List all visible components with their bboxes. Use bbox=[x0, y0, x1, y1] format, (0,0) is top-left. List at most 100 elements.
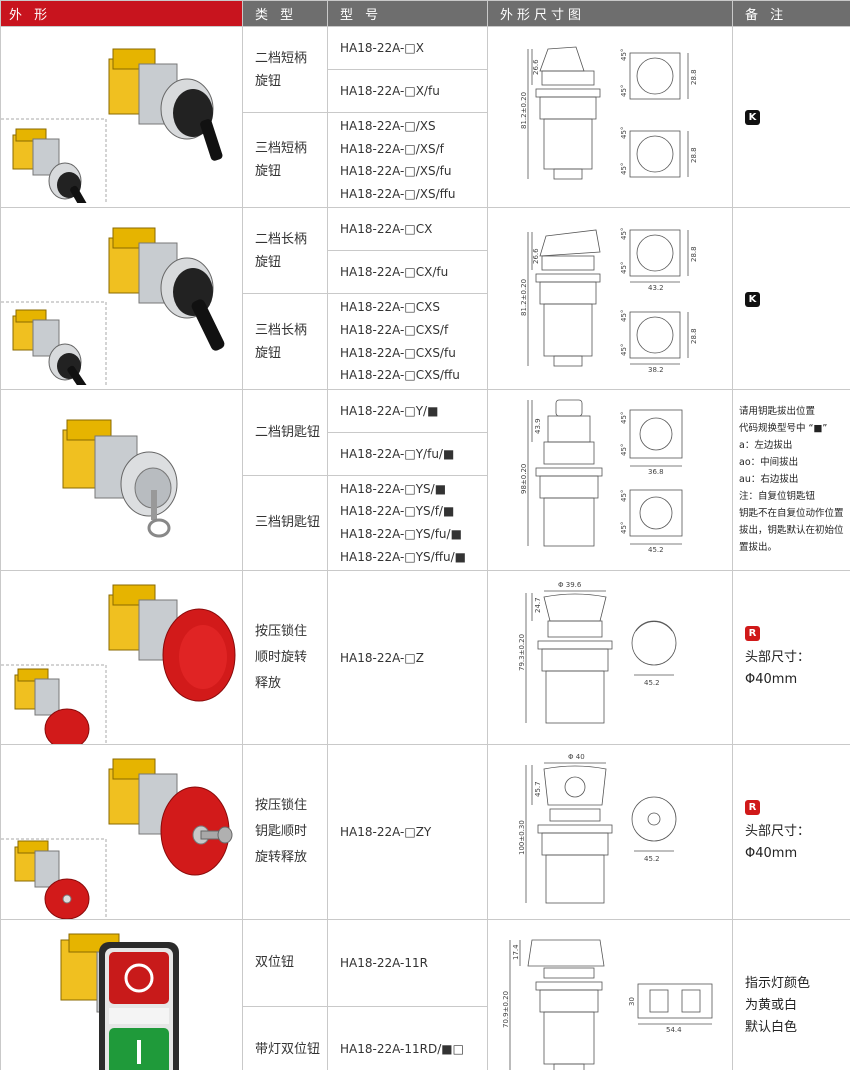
type-cell: 三档钥匙钮 bbox=[242, 474, 328, 572]
table-row: 二档长柄 旋钮 HA18-22A-□CX bbox=[0, 207, 850, 390]
type-cell: 二档钥匙钮 bbox=[242, 388, 328, 476]
model-cell: HA18-22A-□Y/■ bbox=[327, 388, 488, 433]
dim-label: Φ 40 bbox=[568, 753, 585, 761]
dim-label: 45° bbox=[620, 412, 628, 424]
dim-label: 24.7 bbox=[534, 598, 542, 614]
dim-label: 36.8 bbox=[648, 468, 664, 476]
model-text: HA18-22A-□CXS bbox=[340, 300, 440, 315]
header-appearance: 外 形 bbox=[0, 0, 243, 27]
model-cell: HA18-22A-□CX/fu bbox=[327, 250, 488, 295]
header-type: 类 型 bbox=[242, 0, 328, 27]
note-line: 代码规换型号中 “■” bbox=[739, 423, 828, 435]
type-label: 三档短柄 旋钮 bbox=[255, 141, 308, 180]
dim-label: 45° bbox=[620, 444, 628, 456]
model-text: HA18-22A-□/XS/ffu bbox=[340, 186, 456, 201]
dim-label: 45° bbox=[620, 344, 628, 356]
note-line: 默认白色 bbox=[745, 1020, 798, 1036]
dim-label: 30 bbox=[628, 997, 636, 1006]
dim-label: 45° bbox=[620, 127, 628, 139]
dim-label: 45° bbox=[620, 490, 628, 502]
table-row: 带灯双位钮 HA18-22A-11RD/■□ bbox=[1, 1005, 850, 1070]
dim-label: 28.8 bbox=[690, 246, 698, 262]
note-cell: R 头部尺寸： Φ40mm bbox=[732, 744, 850, 921]
model-cell: HA18-22A-□Y/fu/■ bbox=[327, 431, 488, 476]
dim-label: Φ 39.6 bbox=[558, 581, 582, 589]
dim-label: 45° bbox=[620, 522, 628, 534]
header-dimension: 外形尺寸图 bbox=[487, 0, 733, 27]
header-model: 型 号 bbox=[327, 0, 488, 27]
type-cell: 按压锁住 顺时旋转 释放 bbox=[242, 570, 328, 746]
model-cell: HA18-22A-□Z bbox=[327, 570, 488, 746]
type-label: 二档长柄 旋钮 bbox=[255, 231, 308, 270]
model-cell: HA18-22A-□CXS HA18-22A-□CXS/f HA18-22A-□… bbox=[327, 293, 488, 390]
table-row: HA18-22A-□X/fu bbox=[1, 69, 850, 113]
dimension-drawing-key-mushroom: Φ 40 45.7 100±0.30 45.2 bbox=[487, 744, 733, 921]
dim-label: 45° bbox=[620, 262, 628, 274]
type-label: 按压锁住 顺时旋转 释放 bbox=[255, 623, 308, 691]
dim-label: 79.3±0.20 bbox=[518, 634, 526, 671]
dim-label: 45.2 bbox=[648, 546, 664, 554]
dim-label: 43.9 bbox=[534, 418, 542, 434]
dim-label: 17.4 bbox=[512, 944, 520, 960]
table-row: 三档短柄 旋钮 HA18-22A-□/XS HA18-22A-□/XS/f HA… bbox=[1, 111, 850, 209]
type-badge-k: K bbox=[745, 110, 760, 126]
table-row: 三档钥匙钮 HA18-22A-□YS/■ HA18-22A-□YS/f/■ HA… bbox=[1, 474, 850, 572]
table-row: 二档钥匙钮 HA18-22A-□Y/■ bbox=[0, 388, 850, 572]
type-cell: 二档长柄 旋钮 bbox=[242, 207, 328, 295]
dim-label: 45° bbox=[620, 85, 628, 97]
model-text: HA18-22A-□/XS/fu bbox=[340, 164, 452, 179]
dimension-drawing-dual-button: 17.4 70.9±0.20 30 54.4 bbox=[487, 919, 733, 1070]
note-line: 为黄或白 bbox=[745, 998, 798, 1014]
product-photo-key-switch bbox=[0, 388, 243, 572]
dimension-drawing-key-switch: 43.9 98±0.20 45° 45° 36.8 45° 45° 45.2 bbox=[487, 388, 733, 572]
dimension-drawing-short-knob: 81.2±0.20 26.6 45° 45° 28.8 45° 45° 28.8 bbox=[487, 25, 733, 209]
table-row: 三档长柄 旋钮 HA18-22A-□CXS HA18-22A-□CXS/f HA… bbox=[1, 293, 850, 390]
head-size-note: 头部尺寸： Φ40mm bbox=[745, 821, 850, 865]
note-line: 注：自复位钥匙钮 bbox=[739, 491, 816, 503]
model-cell: HA18-22A-□CX bbox=[327, 207, 488, 252]
product-photo-long-knob bbox=[0, 207, 243, 390]
table-row: 按压锁住 顺时旋转 释放 HA18-22A-□Z bbox=[0, 570, 850, 746]
note-line: a：左边拔出 bbox=[739, 440, 793, 452]
product-photo-mushroom-button bbox=[0, 570, 243, 746]
indicator-color-note: 指示灯颜色 为黄或白 默认白色 bbox=[745, 973, 850, 1039]
model-cell: HA18-22A-□X/fu bbox=[327, 69, 488, 113]
model-text: HA18-22A-□CXS/ffu bbox=[340, 368, 460, 383]
note-line: ao：中间拔出 bbox=[739, 457, 799, 469]
type-label: 三档长柄 旋钮 bbox=[255, 322, 308, 361]
type-badge-r: R bbox=[745, 625, 760, 641]
note-line: au：右边拔出 bbox=[739, 474, 799, 486]
type-cell: 按压锁住 钥匙顺时 旋转释放 bbox=[242, 744, 328, 921]
type-badge-k: K bbox=[745, 291, 760, 307]
note-line: 指示灯颜色 bbox=[745, 976, 811, 992]
model-text: HA18-22A-□YS/f/■ bbox=[340, 504, 455, 519]
product-photo-short-knob bbox=[0, 25, 243, 209]
type-label: 二档短柄 旋钮 bbox=[255, 50, 308, 89]
dim-label: 98±0.20 bbox=[520, 464, 528, 494]
note-line: 头部尺寸： bbox=[745, 824, 811, 840]
dim-label: 26.6 bbox=[532, 59, 540, 75]
model-cell: HA18-22A-□X bbox=[327, 26, 488, 70]
model-text: HA18-22A-□/XS/f bbox=[340, 141, 444, 156]
type-cell: 二档短柄 旋钮 bbox=[242, 26, 328, 113]
note-cell: R 头部尺寸： Φ40mm bbox=[732, 570, 850, 746]
model-text: HA18-22A-□YS/fu/■ bbox=[340, 526, 462, 541]
note-cell: 指示灯颜色 为黄或白 默认白色 bbox=[732, 919, 850, 1070]
note-cell: K bbox=[732, 207, 850, 390]
model-cell: HA18-22A-11R bbox=[327, 919, 488, 1007]
table-header: 外 形 类 型 型 号 外形尺寸图 备 注 bbox=[0, 0, 850, 27]
dim-label: 70.9±0.20 bbox=[502, 991, 510, 1028]
dim-label: 45.2 bbox=[644, 855, 660, 863]
dim-label: 81.2±0.20 bbox=[520, 92, 528, 129]
header-note: 备 注 bbox=[732, 0, 850, 27]
dim-label: 45.2 bbox=[644, 679, 660, 687]
dim-label: 28.8 bbox=[690, 148, 698, 164]
model-text: HA18-22A-□/XS bbox=[340, 119, 436, 133]
table-row: 按压锁住 钥匙顺时 旋转释放 HA18-22A-□ZY bbox=[0, 744, 850, 921]
model-text: HA18-22A-□YS/ffu/■ bbox=[340, 549, 466, 564]
key-position-note: 请用钥匙拔出位置 代码规换型号中 “■” a：左边拔出 ao：中间拔出 au：右… bbox=[739, 403, 850, 556]
model-cell: HA18-22A-□/XS HA18-22A-□/XS/f HA18-22A-□… bbox=[327, 111, 488, 209]
dimension-drawing-mushroom: Φ 39.6 24.7 79.3±0.20 45.2 bbox=[487, 570, 733, 746]
model-text: HA18-22A-□CXS/f bbox=[340, 322, 449, 337]
